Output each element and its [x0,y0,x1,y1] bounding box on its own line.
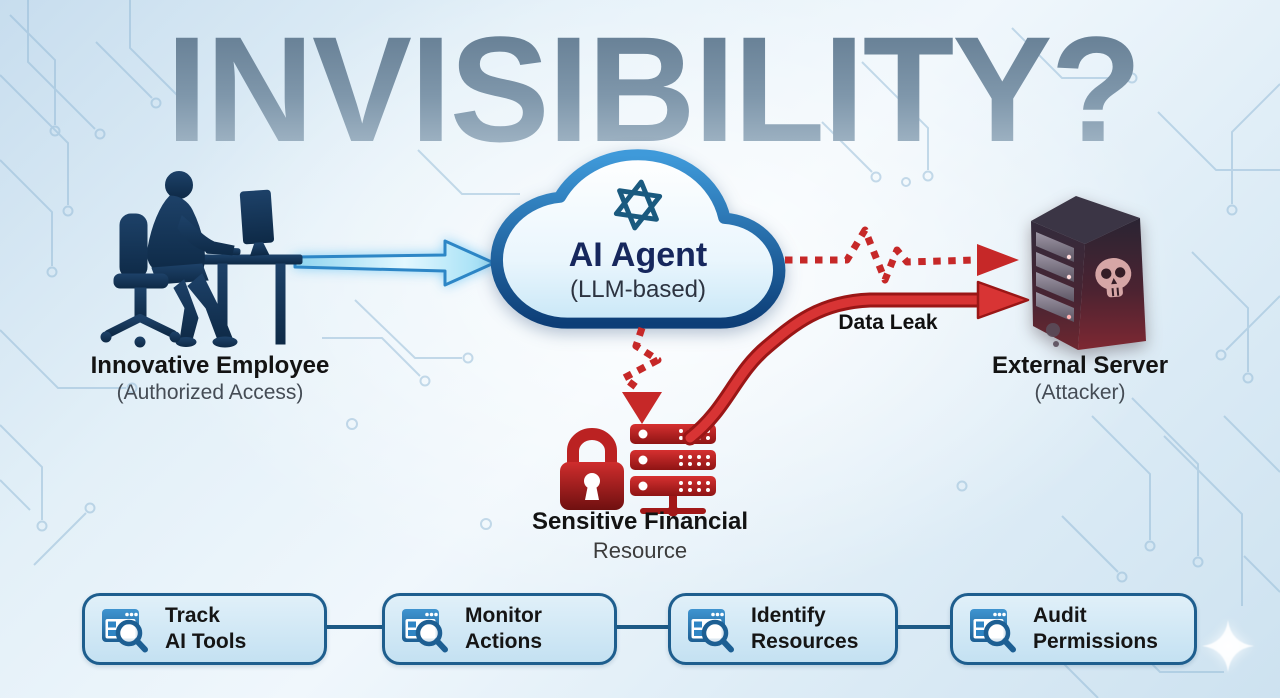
openai-logo-icon [613,179,663,231]
step-connector [898,625,950,629]
external-server-sublabel: (Attacker) [1034,381,1126,404]
page-title: INVISIBILITY? [0,14,1280,164]
step-connector [617,625,668,629]
data-leak-label: Data Leak [838,311,938,334]
step-identify-resources: Identify Resources [668,593,898,665]
step-label-line2: AI Tools [165,630,247,653]
external-server-label: External Server [991,352,1169,379]
step-track-ai-tools: Track AI Tools [82,593,327,665]
search-window-icon [688,608,734,652]
step-label-line2: Actions [465,630,543,653]
resource-access-arrow [620,326,662,424]
person-at-desk-icon [100,171,303,348]
step-label-line1: Track [165,604,220,628]
step-label-line1: Audit [1033,604,1087,628]
ai-agent-label: AI Agent [568,236,708,274]
search-window-icon [402,608,448,652]
employee-sublabel: (Authorized Access) [116,381,304,404]
cloud-shape [490,149,786,329]
step-connector [327,625,382,629]
step-label-line1: Identify [751,604,826,628]
data-leak-arrow [682,280,1030,446]
authorized-access-arrow [293,239,496,287]
step-label-line2: Permissions [1033,630,1158,653]
step-label-line1: Monitor [465,604,542,628]
attacker-server-icon [1031,196,1146,350]
search-window-icon [970,608,1016,652]
resource-sublabel: Resource [592,538,688,563]
step-monitor-actions: Monitor Actions [382,593,617,665]
ai-agent-sublabel: (LLM-based) [569,276,707,303]
step-label-line2: Resources [751,630,859,653]
invisible-traffic-arrow [785,226,1019,284]
employee-label: Innovative Employee [90,352,330,379]
sparkle-icon [1202,620,1254,672]
resource-label: Sensitive Financial [531,508,749,535]
skull-icon [1095,258,1132,298]
lock-icon [560,428,624,510]
search-window-icon [102,608,148,652]
ai-agent-node: AI Agent (LLM-based) [485,140,791,340]
step-audit-permissions: Audit Permissions [950,593,1197,665]
